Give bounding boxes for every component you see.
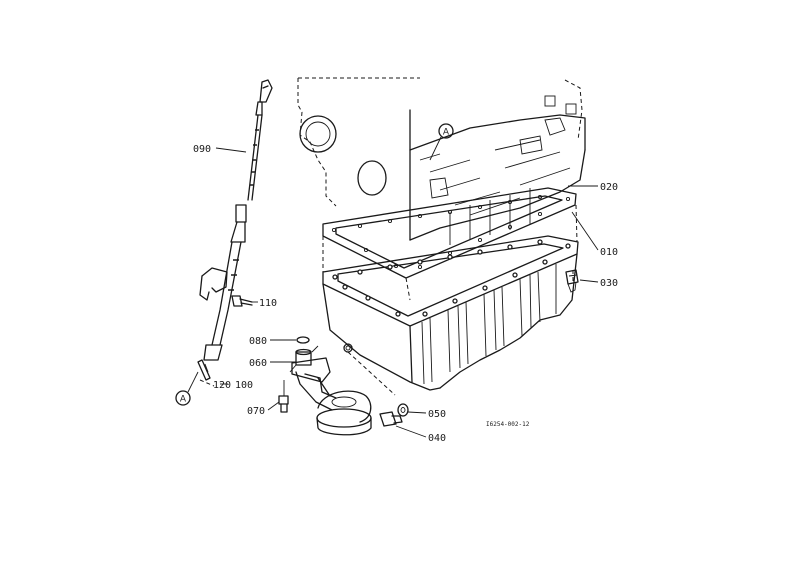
drawing-number: I6254-002-12 [486,421,530,428]
callout-020: 020 [600,182,618,193]
reference-marker-a-engine: A [429,123,454,161]
bolt-070 [278,380,289,413]
oil-pan-gasket [322,187,577,279]
callout-labels: 090 020 010 030 110 080 060 120 100 070 … [193,144,618,444]
callout-060: 060 [249,358,267,369]
dipstick-guide-tube [197,204,247,387]
washer-050 [397,403,409,417]
reference-marker-a-tube: A [175,371,199,406]
bolt-110 [231,295,253,307]
callout-120: 120 [213,380,231,391]
callout-080: 080 [249,336,267,347]
drain-plug-040 [379,411,403,427]
o-ring-080 [296,336,310,344]
callout-050: 050 [428,409,446,420]
bolt-030 [565,269,579,293]
dipstick [247,79,273,201]
svg-text:A: A [180,395,187,405]
callout-070: 070 [247,406,265,417]
callout-100: 100 [235,380,253,391]
oil-pan [322,204,579,396]
callout-040: 040 [428,433,446,444]
svg-text:A: A [443,128,450,138]
callout-090: 090 [193,144,211,155]
callout-110: 110 [259,298,277,309]
leader-lines [215,147,599,438]
oil-strainer [289,345,372,436]
oil-pan-bolt-holes [332,239,571,317]
callout-010: 010 [600,247,618,258]
callout-030: 030 [600,278,618,289]
engine-block [297,77,586,245]
